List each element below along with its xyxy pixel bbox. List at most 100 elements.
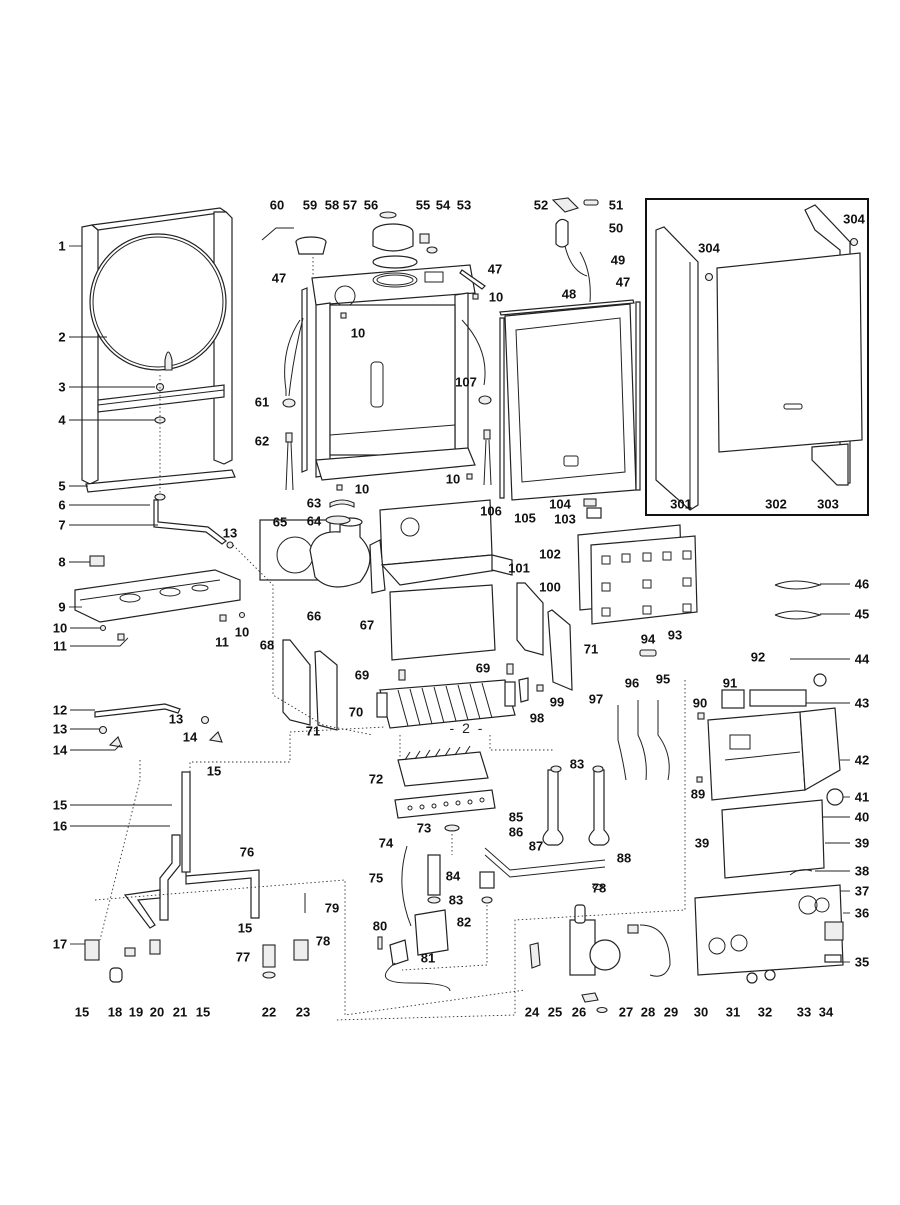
part-label-53: 53 <box>456 197 472 213</box>
part-label-23: 23 <box>295 1004 311 1020</box>
part-96-electrode <box>637 700 647 781</box>
part-label-106: 106 <box>480 503 502 519</box>
part-29-cable <box>639 924 671 977</box>
part-label-78a: 78 <box>591 880 607 896</box>
part-21-fitting <box>149 939 161 955</box>
part-label-75: 75 <box>368 870 384 886</box>
part-42-control-box <box>707 707 841 801</box>
part-label-35: 35 <box>854 954 870 970</box>
part-label-90: 90 <box>692 695 708 711</box>
part-61-harness <box>284 319 301 396</box>
part-label-65: 65 <box>272 514 288 530</box>
part-label-80: 80 <box>372 918 388 934</box>
part-label-50: 50 <box>608 220 624 236</box>
part-label-42: 42 <box>854 752 870 768</box>
part-27-washer <box>596 1006 608 1014</box>
part-label-17: 17 <box>52 936 68 952</box>
part-label-97: 97 <box>588 691 604 707</box>
expansion-vessel <box>89 233 227 371</box>
part-label-301: 301 <box>670 496 692 512</box>
part-28-connector <box>627 924 639 934</box>
part-56-gasket <box>379 211 397 219</box>
part-label-60: 60 <box>269 197 285 213</box>
part-label-77: 77 <box>235 949 251 965</box>
part-label-95: 95 <box>655 671 671 687</box>
part-label-34: 34 <box>818 1004 834 1020</box>
part-label-39a: 39 <box>694 835 710 851</box>
part-label-105: 105 <box>514 510 536 526</box>
part-69-sensor-a <box>398 669 406 681</box>
part-label-11a: 11 <box>53 638 67 654</box>
part-label-81: 81 <box>420 950 436 966</box>
part-label-92: 92 <box>750 649 766 665</box>
part-label-2: 2 <box>58 329 66 345</box>
part-62-connector <box>285 432 293 443</box>
part-label-36: 36 <box>854 905 870 921</box>
part-label-58: 58 <box>324 197 340 213</box>
part-label-47a: 47 <box>271 270 287 286</box>
part-38-cable <box>789 869 813 876</box>
part-label-85: 85 <box>508 809 524 825</box>
part-label-87: 87 <box>528 838 544 854</box>
part-label-10a: 10 <box>52 620 68 636</box>
part-label-79: 79 <box>324 900 340 916</box>
part-47-seal-left <box>301 287 308 473</box>
part-99-clip <box>536 684 544 692</box>
part-90-screw <box>697 712 705 720</box>
part-25-pump <box>569 904 621 976</box>
part-label-66: 66 <box>306 608 322 624</box>
part-77-valve <box>262 944 276 968</box>
part-label-76: 76 <box>239 844 255 860</box>
part-105-front-cover <box>499 299 641 501</box>
part-40-pcb <box>721 799 825 879</box>
part-label-74: 74 <box>378 835 394 851</box>
part-label-15c: 15 <box>195 1004 211 1020</box>
part-label-84: 84 <box>445 868 461 884</box>
part-label-88: 88 <box>616 850 632 866</box>
part-label-94: 94 <box>640 631 656 647</box>
part-54-cap <box>426 246 438 254</box>
part-label-37: 37 <box>854 883 870 899</box>
part-label-72: 72 <box>368 771 384 787</box>
part-label-13b: 13 <box>222 525 238 541</box>
part-label-21: 21 <box>172 1004 188 1020</box>
leader-lines <box>69 245 850 963</box>
part-32-knob-a <box>746 972 758 984</box>
part-41-gauge <box>826 788 844 806</box>
part-label-10f: 10 <box>234 624 250 640</box>
part-label-8: 8 <box>58 554 66 570</box>
part-label-83b: 83 <box>448 892 464 908</box>
part-label-46: 46 <box>854 576 870 592</box>
part-label-10d: 10 <box>445 471 461 487</box>
part-50-pressure-switch <box>555 218 569 248</box>
part-label-47c: 47 <box>615 274 631 290</box>
part-label-86: 86 <box>508 824 524 840</box>
part-68-panel <box>282 639 311 726</box>
part-17-valve <box>84 939 100 961</box>
part-55-clip <box>419 233 430 244</box>
part-304-b <box>849 237 859 247</box>
part-label-29: 29 <box>663 1004 679 1020</box>
part-46-cable <box>774 580 822 590</box>
part-label-10c: 10 <box>488 289 504 305</box>
part-304-a <box>704 272 714 282</box>
part-63-clamp <box>329 499 355 508</box>
part-22-washer <box>262 971 276 979</box>
part-label-13c: 13 <box>168 711 184 727</box>
part-label-55: 55 <box>415 197 431 213</box>
part-label-43: 43 <box>854 695 870 711</box>
part-label-27: 27 <box>618 1004 634 1020</box>
part-20-sensor <box>124 947 136 957</box>
part-75-tube <box>401 845 412 927</box>
part-23-valve <box>293 939 309 961</box>
part-label-59: 59 <box>302 197 318 213</box>
part-87-pipe <box>542 769 564 846</box>
part-89-screws <box>696 776 703 783</box>
part-37-control-panel <box>694 884 844 976</box>
part-52-bracket <box>551 197 580 213</box>
part-24-clip <box>529 942 541 969</box>
part-label-54: 54 <box>435 197 451 213</box>
part-label-1: 1 <box>58 238 66 254</box>
